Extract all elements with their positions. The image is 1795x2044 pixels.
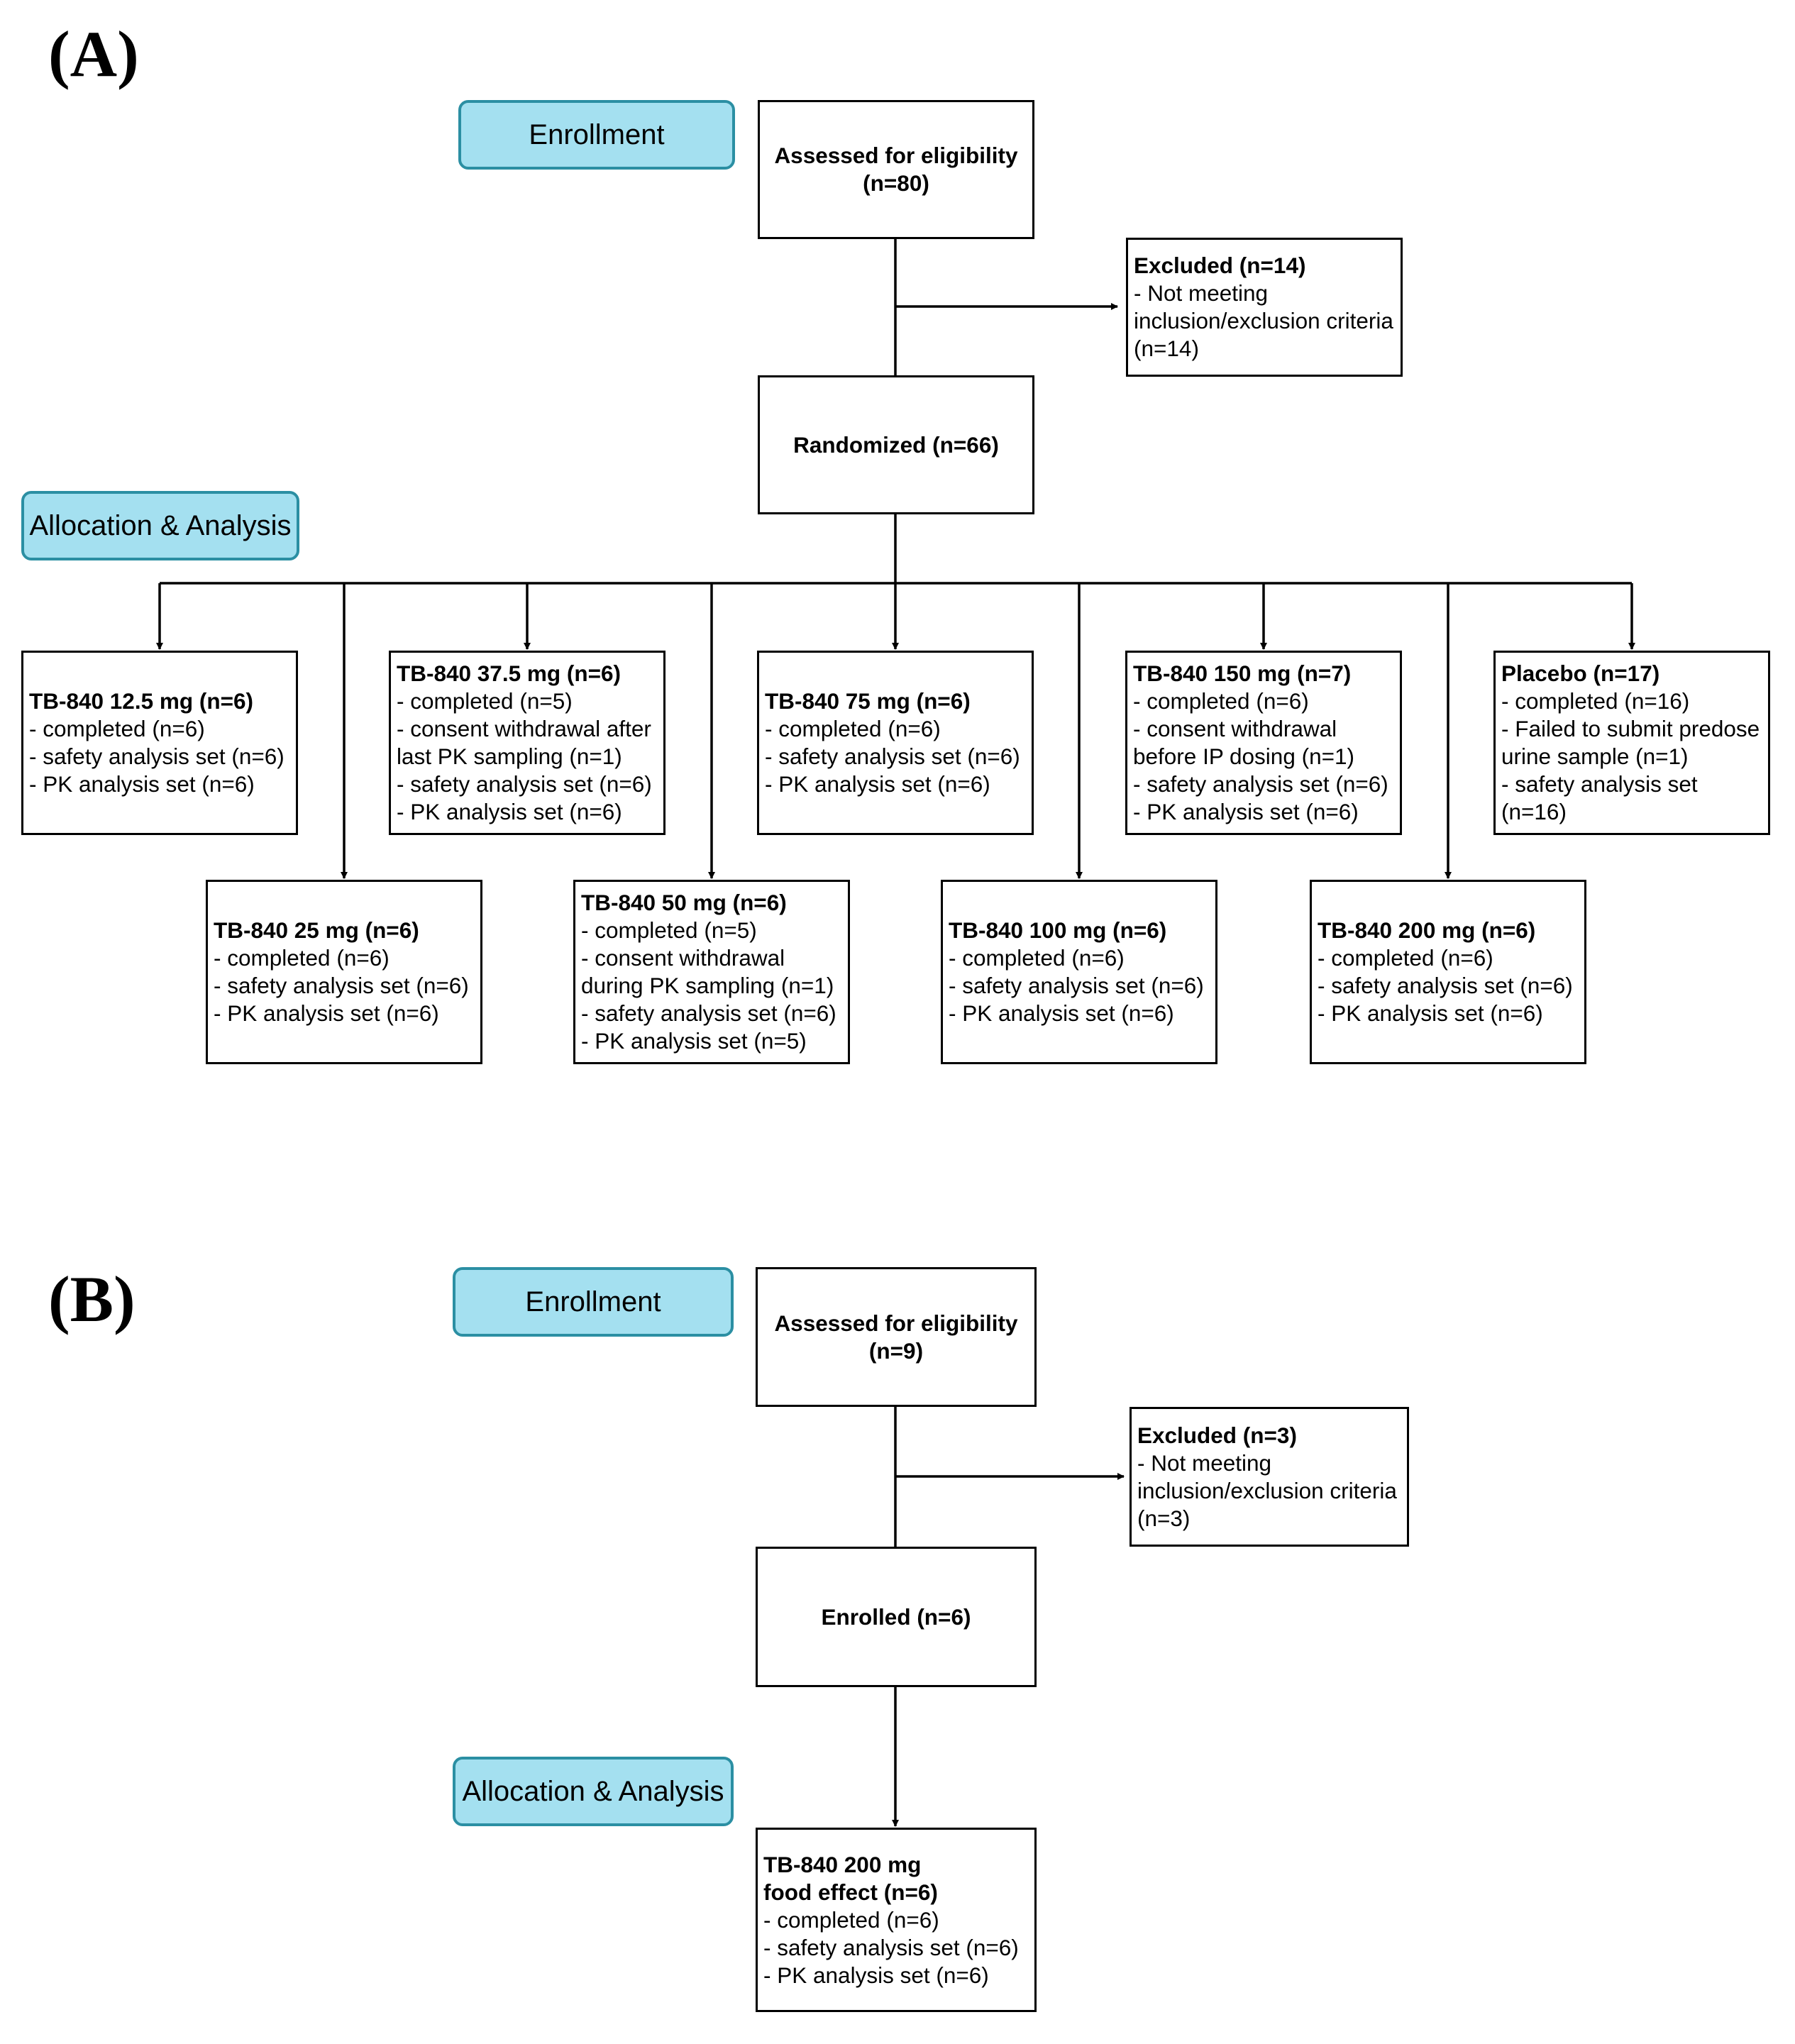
arm-line: - completed (n=5): [397, 688, 573, 714]
arm-line: - consent withdrawal: [581, 945, 785, 971]
arm-line: - safety analysis set (n=6): [29, 744, 285, 769]
arm-line: - completed (n=6): [29, 716, 205, 741]
arm-line: - safety analysis set: [1501, 771, 1698, 797]
arm-title: TB-840 200 mg (n=6): [1318, 917, 1536, 943]
arm-line: before IP dosing (n=1): [1133, 744, 1355, 769]
arm-line: - safety analysis set (n=6): [765, 744, 1020, 769]
arm-box-75mg: TB-840 75 mg (n=6) - completed (n=6) - s…: [757, 651, 1034, 835]
arm-line: urine sample (n=1): [1501, 744, 1689, 769]
arm-title: TB-840 100 mg (n=6): [949, 917, 1167, 943]
excluded-line: inclusion/exclusion criteria: [1134, 308, 1393, 333]
panel-label-a: (A): [48, 18, 139, 90]
randomized-title: Randomized (n=66): [793, 431, 999, 458]
arm-line: - completed (n=6): [1133, 688, 1309, 714]
excluded-title-b: Excluded (n=3): [1137, 1422, 1297, 1448]
arm-title: TB-840 50 mg (n=6): [581, 890, 787, 915]
arm-box-placebo: Placebo (n=17) - completed (n=16) - Fail…: [1493, 651, 1770, 835]
arm-line: - PK analysis set (n=6): [29, 771, 255, 797]
arm-line: - completed (n=6): [949, 945, 1125, 971]
enrollment-stage-a: Enrollment: [458, 100, 735, 170]
arm-box-200mg: TB-840 200 mg (n=6) - completed (n=6) - …: [1310, 880, 1586, 1064]
arm-title: TB-840 75 mg (n=6): [765, 688, 971, 714]
arm-line: - consent withdrawal after: [397, 716, 651, 741]
arm-line: - safety analysis set (n=6): [949, 973, 1204, 998]
food-effect-line: - PK analysis set (n=6): [763, 1962, 989, 1988]
assessed-box-b: Assessed for eligibility (n=9): [756, 1267, 1037, 1407]
arm-line: - completed (n=6): [765, 716, 941, 741]
allocation-stage-b: Allocation & Analysis: [453, 1757, 734, 1826]
arm-box-150mg: TB-840 150 mg (n=7) - completed (n=6) - …: [1125, 651, 1402, 835]
assessed-count-b: (n=9): [868, 1337, 924, 1364]
food-effect-title: TB-840 200 mg: [763, 1851, 922, 1877]
arm-line: - safety analysis set (n=6): [1133, 771, 1388, 797]
arm-line: - completed (n=5): [581, 917, 757, 943]
arm-line: - safety analysis set (n=6): [1318, 973, 1573, 998]
arm-line: last PK sampling (n=1): [397, 744, 622, 769]
excluded-line: - Not meeting: [1137, 1449, 1272, 1476]
arm-box-12-5mg: TB-840 12.5 mg (n=6) - completed (n=6) -…: [21, 651, 298, 835]
assessed-box-a: Assessed for eligibility (n=80): [758, 100, 1034, 239]
arm-line: - completed (n=6): [1318, 945, 1493, 971]
arm-line: - PK analysis set (n=6): [397, 799, 622, 824]
arm-line: - safety analysis set (n=6): [397, 771, 652, 797]
enrolled-title: Enrolled (n=6): [821, 1603, 971, 1630]
excluded-line: inclusion/exclusion criteria: [1137, 1477, 1397, 1503]
arm-line: - safety analysis set (n=6): [581, 1000, 836, 1026]
arm-line: - Failed to submit predose: [1501, 716, 1760, 741]
excluded-line: (n=3): [1137, 1505, 1191, 1531]
allocation-stage-a: Allocation & Analysis: [21, 491, 299, 560]
arm-line: (n=16): [1501, 799, 1567, 824]
arm-line: - completed (n=6): [214, 945, 390, 971]
arm-line: - PK analysis set (n=6): [949, 1000, 1174, 1026]
arm-title: TB-840 12.5 mg (n=6): [29, 688, 253, 714]
food-effect-line: - safety analysis set (n=6): [763, 1934, 1019, 1960]
arm-line: - safety analysis set (n=6): [214, 973, 469, 998]
assessed-title-a: Assessed for eligibility: [774, 143, 1018, 168]
excluded-box-a: Excluded (n=14) - Not meeting inclusion/…: [1126, 238, 1403, 377]
arm-title: TB-840 37.5 mg (n=6): [397, 661, 621, 686]
arm-box-100mg: TB-840 100 mg (n=6) - completed (n=6) - …: [941, 880, 1217, 1064]
assessed-count-a: (n=80): [863, 170, 929, 196]
arm-box-25mg: TB-840 25 mg (n=6) - completed (n=6) - s…: [206, 880, 482, 1064]
food-effect-line: - completed (n=6): [763, 1906, 939, 1933]
excluded-title-a: Excluded (n=14): [1134, 253, 1306, 278]
excluded-line: - Not meeting: [1134, 280, 1269, 306]
assessed-title-b: Assessed for eligibility: [774, 1310, 1018, 1336]
arm-line: - PK analysis set (n=5): [581, 1028, 807, 1054]
enrolled-box: Enrolled (n=6): [756, 1547, 1037, 1687]
enrollment-stage-b: Enrollment: [453, 1267, 734, 1337]
arm-line: - completed (n=16): [1501, 688, 1690, 714]
food-effect-box: TB-840 200 mg food effect (n=6) - comple…: [756, 1828, 1037, 2012]
excluded-line: (n=14): [1134, 336, 1199, 361]
arm-line: - PK analysis set (n=6): [214, 1000, 439, 1026]
arm-line: - consent withdrawal: [1133, 716, 1337, 741]
arm-box-50mg: TB-840 50 mg (n=6) - completed (n=5) - c…: [573, 880, 850, 1064]
randomized-box: Randomized (n=66): [758, 375, 1034, 514]
arm-title: TB-840 25 mg (n=6): [214, 917, 419, 943]
arm-title: TB-840 150 mg (n=7): [1133, 661, 1352, 686]
excluded-box-b: Excluded (n=3) - Not meeting inclusion/e…: [1130, 1407, 1409, 1547]
arm-title: Placebo (n=17): [1501, 661, 1660, 686]
arm-line: - PK analysis set (n=6): [765, 771, 990, 797]
food-effect-subtitle: food effect (n=6): [763, 1879, 938, 1905]
arm-line: - PK analysis set (n=6): [1318, 1000, 1543, 1026]
arm-box-37-5mg: TB-840 37.5 mg (n=6) - completed (n=5) -…: [389, 651, 665, 835]
arm-line: - PK analysis set (n=6): [1133, 799, 1359, 824]
panel-label-b: (B): [48, 1263, 136, 1335]
arm-line: during PK sampling (n=1): [581, 973, 834, 998]
